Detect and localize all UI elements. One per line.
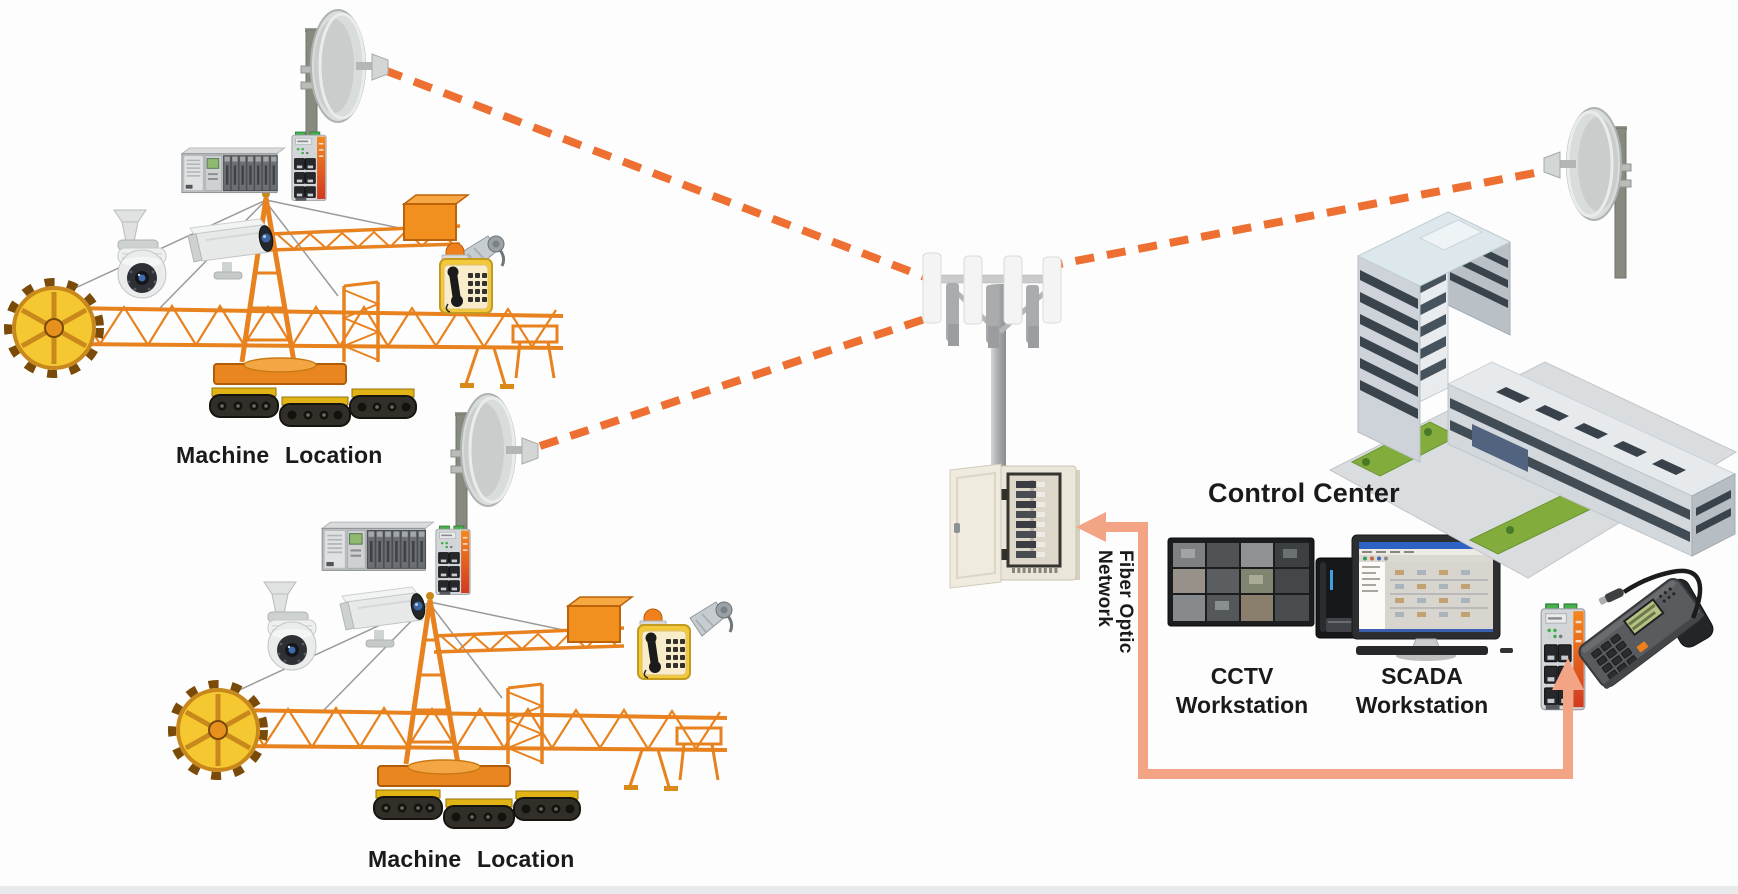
bottom-edge-strip — [0, 886, 1738, 894]
bullet-camera-icon — [187, 218, 276, 280]
cctv-monitor-icon — [1167, 537, 1315, 627]
gooseneck-microphone-icon — [1622, 568, 1703, 619]
plc-rack-icon — [181, 147, 286, 194]
microwave-dish-antenna-icon — [1542, 106, 1633, 280]
keyboard-icon — [1356, 646, 1488, 655]
industrial-telephone-icon — [638, 609, 690, 679]
fiber-arrowhead-to-cabinet — [1076, 512, 1106, 542]
ethernet-switch-icon — [291, 131, 327, 202]
machine-site-1 — [8, 8, 563, 426]
fiber-termination-cabinet-icon — [949, 463, 1080, 589]
cctv-workstation-label: CCTV Workstation — [1175, 663, 1309, 718]
office-building-icon — [1328, 211, 1738, 579]
ptz-dome-camera-icon — [263, 581, 317, 671]
ethernet-switch-icon — [435, 525, 471, 596]
horn-loudspeaker-icon — [688, 600, 734, 638]
mouse-icon — [1500, 648, 1513, 653]
fiber-arrowhead-to-switch — [1552, 658, 1584, 690]
wireless-link-site2-tower — [538, 315, 927, 450]
machine-location-2-label: Machine Location — [368, 846, 575, 872]
ptz-dome-camera-icon — [113, 209, 167, 299]
scada-workstation-label: SCADA Workstation — [1355, 663, 1489, 718]
fiber-optic-link — [1076, 512, 1584, 779]
wireless-link-site1-tower — [382, 66, 932, 283]
communications-tower-icon — [922, 252, 1062, 470]
fiber-optic-network-label: Fiber Optic Network — [1094, 550, 1136, 654]
control-center-label: Control Center — [1208, 478, 1400, 508]
wireless-links — [382, 66, 1546, 450]
scada-monitor-icon — [1351, 534, 1513, 661]
plc-rack-icon — [321, 521, 435, 571]
machine-location-1-label: Machine Location — [176, 442, 383, 468]
workstation-pc-icon — [1315, 557, 1363, 639]
dispatcher-phone-icon — [1578, 568, 1714, 689]
wireless-link-tower-control — [1043, 167, 1546, 271]
